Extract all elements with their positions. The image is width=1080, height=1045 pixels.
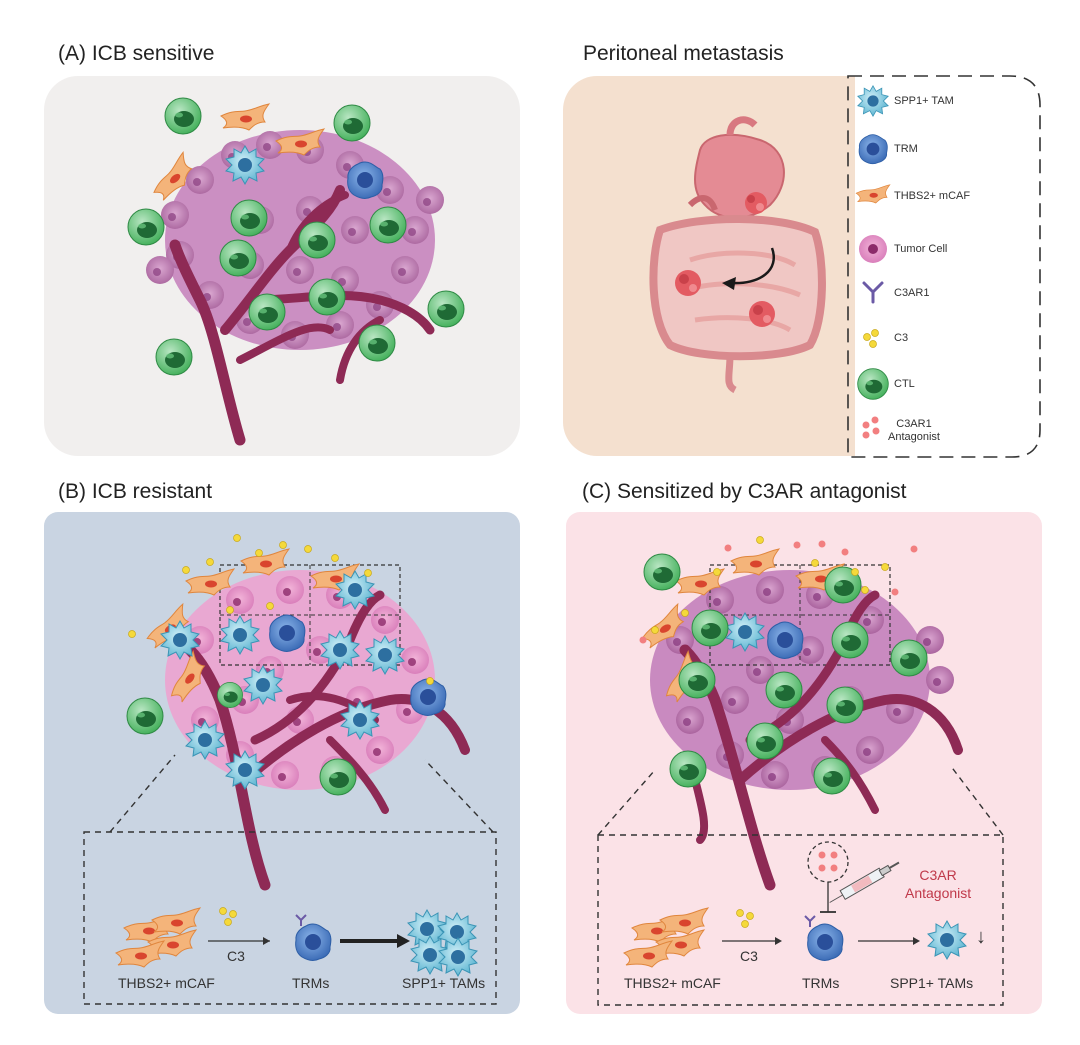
pathway-b-middle-label: TRMs (292, 975, 330, 991)
panel-b-title: (B) ICB resistant (58, 480, 213, 503)
trm-icon (858, 134, 888, 165)
antagonist-label-line1: C3AR (919, 867, 957, 883)
c3-icon (863, 329, 879, 348)
pathway-c-middle-label: TRMs (802, 975, 840, 991)
panel-a-title: (A) ICB sensitive (58, 42, 215, 65)
zoom-inset-b (83, 754, 497, 1005)
legend-label-tumor-cell: Tumor Cell (894, 243, 948, 255)
pathway-b-mediator-label: C3 (227, 948, 245, 964)
pathway-c-target-label: SPP1+ TAMs (890, 975, 974, 991)
spread-arrow (729, 247, 775, 285)
legend-label-mcaf: THBS2+ mCAF (894, 190, 971, 202)
metastasis-lesion (675, 192, 775, 327)
pathway-c-graphics (623, 841, 967, 968)
trm-cells-c (767, 621, 804, 659)
c3ar1-receptor-icon (862, 281, 884, 304)
syringe-icon (829, 861, 900, 903)
legend-label-antagonist: C3AR1 Antagonist (888, 418, 940, 443)
c3ar-antagonist-label: C3AR Antagonist (905, 866, 971, 902)
legend-label-trm: TRM (894, 143, 918, 155)
antagonist-label-line2: Antagonist (905, 885, 972, 901)
legend-box (847, 75, 1041, 458)
ctl-icon (857, 368, 889, 400)
antagonist-icon (862, 416, 880, 439)
legend-label-spp1-tam: SPP1+ TAM (894, 95, 954, 107)
pathway-b-source-label: THBS2+ mCAF (118, 975, 215, 991)
mcaf-icon (855, 184, 891, 204)
gastrointestinal-tract-illustration (649, 116, 826, 394)
pathway-c-source-label: THBS2+ mCAF (624, 975, 721, 991)
legend-label-c3ar1: C3AR1 (894, 287, 930, 299)
zoom-inset-c (597, 764, 1004, 1006)
legend-icons (855, 85, 891, 439)
legend-label-c3: C3 (894, 332, 909, 344)
downregulation-arrow: ↓ (976, 926, 986, 948)
trm-cell (347, 161, 384, 199)
spp1-tam-icon (857, 85, 889, 117)
pathway-b-target-label: SPP1+ TAMs (402, 975, 486, 991)
blood-vessel-a (169, 185, 435, 446)
pathway-c-mediator-label: C3 (740, 948, 758, 964)
panel-a-tumor (127, 97, 465, 446)
panel-c-tumor (635, 536, 963, 891)
panel-b-tumor (126, 534, 470, 891)
panel-c-title: (C) Sensitized by C3AR antagonist (582, 480, 907, 503)
legend-label-ctl: CTL (894, 378, 915, 390)
pathway-b-graphics (115, 907, 478, 977)
tumor-cell-icon (859, 235, 887, 263)
peritoneal-metastasis-title: Peritoneal metastasis (583, 42, 784, 65)
